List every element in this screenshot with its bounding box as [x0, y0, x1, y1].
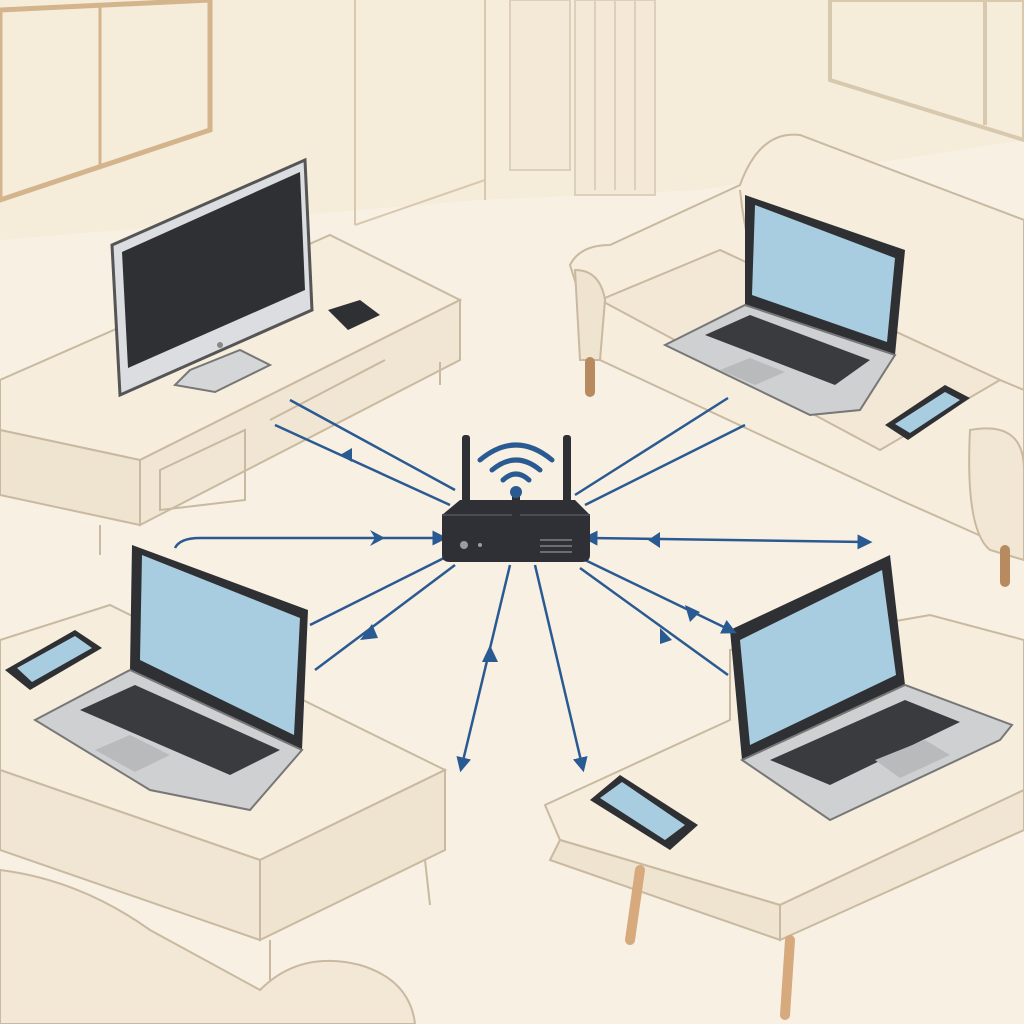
wifi-router-icon — [442, 435, 590, 562]
connection-line-left-laptop — [309, 553, 451, 627]
connection-line-phone — [533, 564, 588, 773]
phone-icon — [885, 385, 970, 440]
laptop-icon — [662, 195, 905, 417]
connection-line-down — [456, 564, 512, 773]
table-leg — [625, 865, 645, 945]
window-right — [828, 0, 1024, 143]
connection-line-left-laptop — [173, 530, 448, 549]
armchair — [0, 868, 417, 1024]
wifi-signal-icon — [477, 442, 555, 483]
curtains — [509, 0, 656, 196]
connection-line-sofa-laptop — [574, 396, 729, 497]
window-left — [0, 0, 213, 203]
phone-icon — [5, 630, 102, 690]
arrowheads — [340, 448, 700, 662]
connection-line-monitor — [289, 398, 456, 492]
connection-line-left-laptop — [314, 564, 456, 671]
phone-icon — [590, 775, 698, 850]
laptop-icon — [730, 555, 1014, 822]
table-leg — [780, 935, 795, 1020]
connection-line-monitor — [274, 423, 451, 507]
connection-line-sofa — [582, 530, 873, 550]
connection-line-table-laptop — [579, 566, 729, 677]
laptop-icon — [32, 545, 308, 812]
monitor-icon — [110, 157, 314, 398]
set-top-box-icon — [328, 300, 380, 330]
connection-lines — [173, 396, 873, 773]
connection-line-table-laptop — [584, 558, 737, 634]
wall-corner — [354, 0, 486, 226]
connection-line-sofa-laptop — [584, 423, 746, 507]
